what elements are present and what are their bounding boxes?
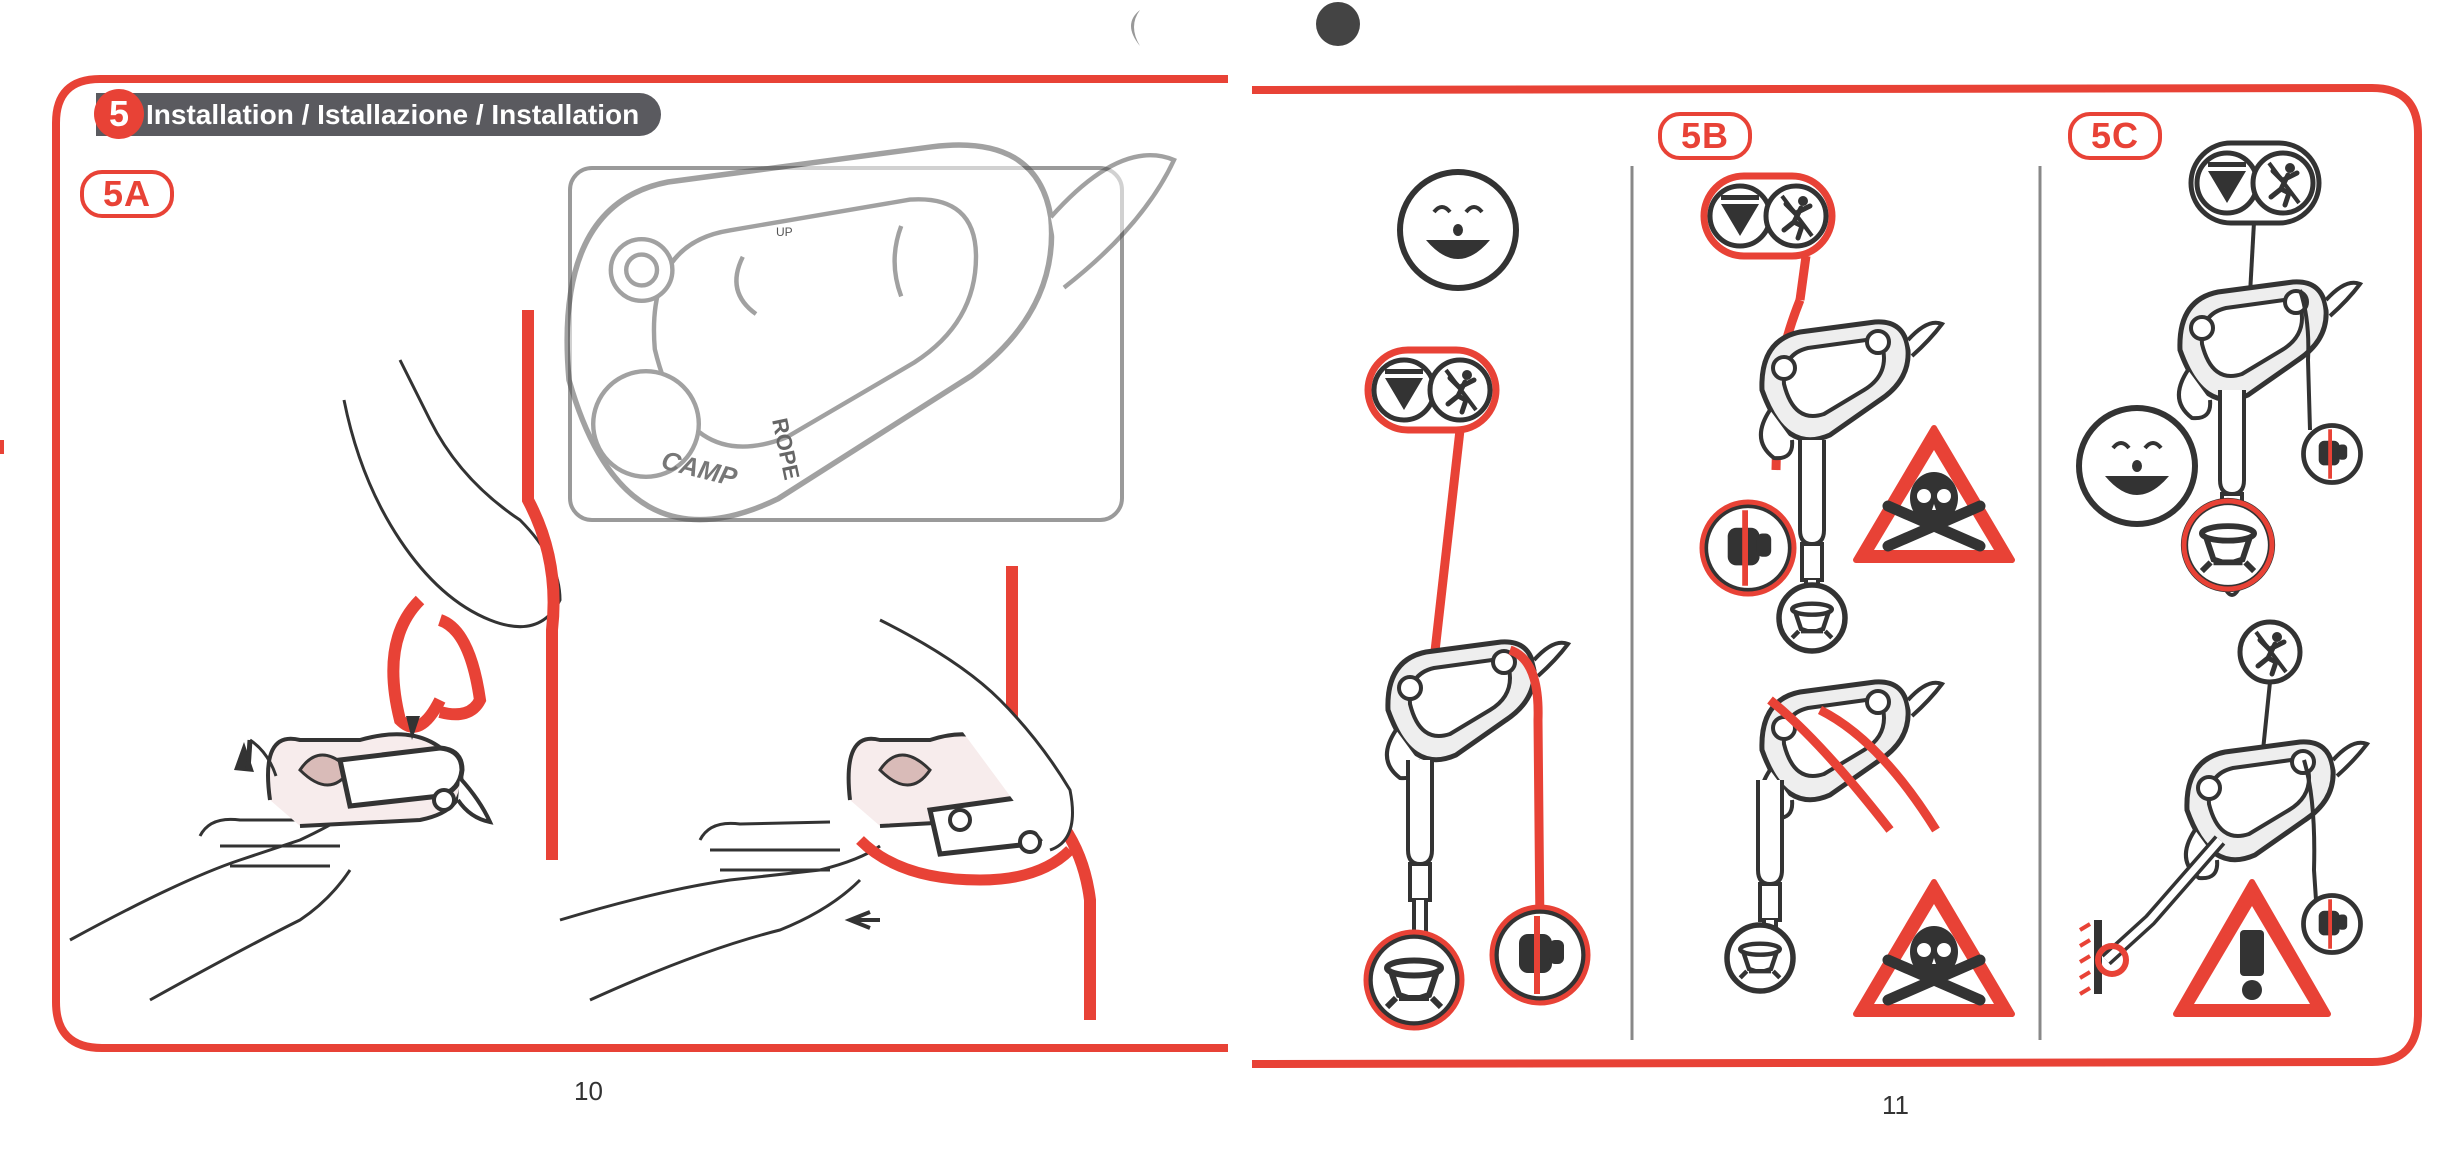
harness-icon xyxy=(1369,935,1459,1025)
5b-descent-noclimb-icon-pair xyxy=(1704,176,1832,256)
subsection-5b-label: 5B xyxy=(1658,112,1752,160)
page-number-right: 11 xyxy=(1882,1090,1909,1121)
smiley-face-icon xyxy=(1400,172,1516,288)
descent-noclimb-icon-pair xyxy=(1368,350,1496,430)
5c-descent-noclimb-icon-pair xyxy=(2191,143,2319,223)
no-climbing-icon xyxy=(2240,622,2300,682)
skull-danger-icon xyxy=(1856,428,2012,560)
skull-danger-icon-2 xyxy=(1856,882,2012,1014)
subsection-5c-label: 5C xyxy=(2068,112,2162,160)
exclamation-warning-icon xyxy=(2176,882,2328,1014)
section-title: Installation / Istallazione / Installati… xyxy=(96,93,661,136)
smiley-face-icon-2 xyxy=(2079,408,2195,524)
inset-up-label: UP xyxy=(776,225,793,239)
section-number: 5 xyxy=(94,89,144,139)
page-number-left: 10 xyxy=(574,1076,603,1107)
subsection-5a-label: 5A xyxy=(80,170,174,218)
hand-grip-icon xyxy=(1495,910,1585,1000)
step1-illustration xyxy=(70,310,560,1000)
step2-illustration xyxy=(560,566,1090,1020)
